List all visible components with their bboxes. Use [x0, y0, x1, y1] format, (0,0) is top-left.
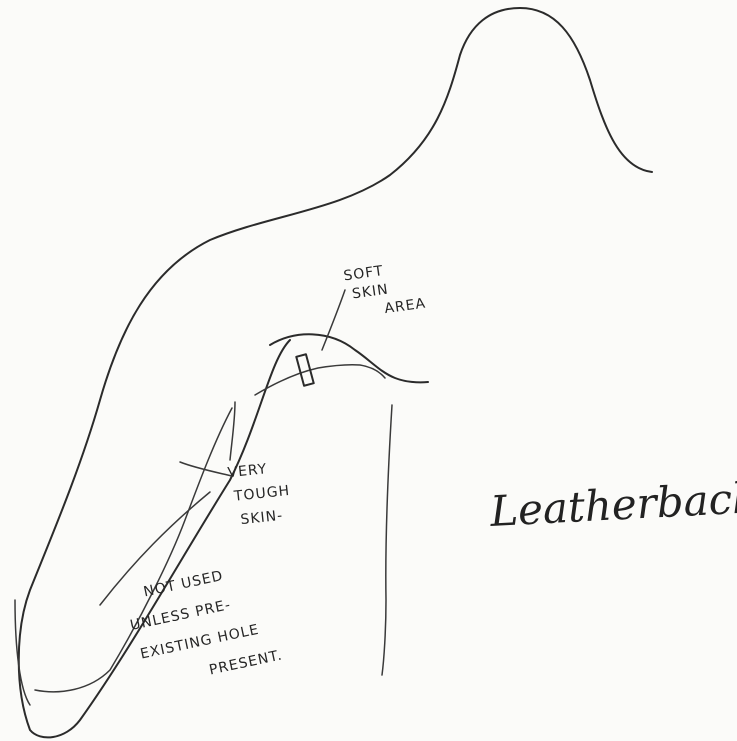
- tough-skin-label: VERY TOUGH SKIN-: [226, 455, 293, 533]
- turtle-outline: [19, 8, 652, 737]
- flipper-inner-line: [255, 365, 385, 395]
- plastron-line: [382, 405, 392, 675]
- tag-site-marker: [296, 354, 313, 386]
- soft-skin-label: SOFT SKIN AREA: [342, 257, 427, 324]
